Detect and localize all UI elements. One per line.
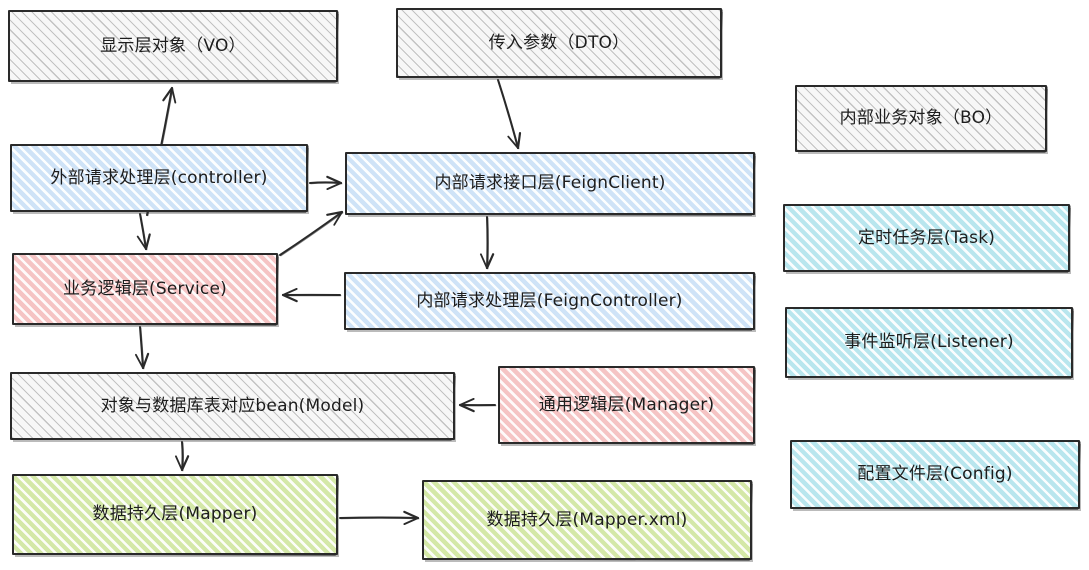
box-label-manager: 通用逻辑层(Manager) bbox=[533, 395, 721, 415]
box-service[interactable]: 业务逻辑层(Service) bbox=[12, 253, 278, 325]
arrow-feign-client-to-feign-ctrl bbox=[481, 217, 493, 269]
box-label-listener: 事件监听层(Listener) bbox=[838, 332, 1020, 352]
arrow-manager-to-model bbox=[460, 399, 496, 411]
box-bo[interactable]: 内部业务对象（BO） bbox=[795, 85, 1047, 152]
arrow-model-to-mapper bbox=[176, 442, 188, 471]
box-feign-controller[interactable]: 内部请求处理层(FeignController) bbox=[344, 272, 755, 330]
box-model[interactable]: 对象与数据库表对应bean(Model) bbox=[10, 372, 455, 440]
box-label-feign-controller: 内部请求处理层(FeignController) bbox=[410, 291, 688, 311]
arrow-service-to-model bbox=[136, 327, 148, 369]
box-mapper[interactable]: 数据持久层(Mapper) bbox=[12, 474, 338, 555]
arrow-controller-to-service bbox=[138, 214, 150, 250]
arrow-controller-to-feign-client bbox=[310, 177, 342, 189]
arrow-service-to-feign-client bbox=[280, 212, 343, 256]
box-listener[interactable]: 事件监听层(Listener) bbox=[785, 307, 1073, 378]
box-dto[interactable]: 传入参数（DTO） bbox=[396, 8, 722, 78]
arrow-feign-ctrl-to-service bbox=[283, 289, 341, 301]
box-vo[interactable]: 显示层对象（VO） bbox=[8, 10, 338, 82]
box-task[interactable]: 定时任务层(Task) bbox=[783, 204, 1070, 272]
box-label-model: 对象与数据库表对应bean(Model) bbox=[95, 396, 371, 416]
box-label-service: 业务逻辑层(Service) bbox=[57, 279, 233, 299]
box-label-vo: 显示层对象（VO） bbox=[94, 36, 252, 56]
box-label-controller: 外部请求处理层(controller) bbox=[44, 168, 273, 188]
box-label-mapper-xml: 数据持久层(Mapper.xml) bbox=[481, 510, 694, 530]
box-manager[interactable]: 通用逻辑层(Manager) bbox=[498, 366, 755, 444]
box-label-bo: 内部业务对象（BO） bbox=[834, 108, 1009, 128]
box-controller[interactable]: 外部请求处理层(controller) bbox=[10, 144, 308, 212]
box-label-config: 配置文件层(Config) bbox=[851, 464, 1018, 484]
box-config[interactable]: 配置文件层(Config) bbox=[790, 440, 1080, 509]
arrow-mapper-to-mapper-xml bbox=[340, 512, 419, 524]
box-mapper-xml[interactable]: 数据持久层(Mapper.xml) bbox=[422, 480, 752, 560]
box-feign-client[interactable]: 内部请求接口层(FeignClient) bbox=[345, 152, 755, 215]
box-label-dto: 传入参数（DTO） bbox=[483, 33, 636, 53]
box-label-task: 定时任务层(Task) bbox=[852, 228, 1001, 248]
box-label-mapper: 数据持久层(Mapper) bbox=[87, 504, 264, 524]
box-label-feign-client: 内部请求接口层(FeignClient) bbox=[428, 173, 671, 193]
arrow-dto-to-feign-client bbox=[498, 80, 520, 149]
